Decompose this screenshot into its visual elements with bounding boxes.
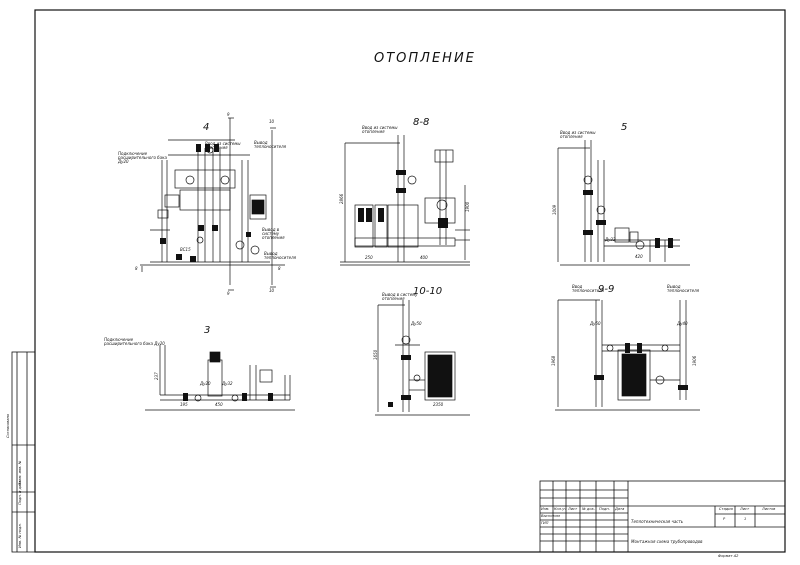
tb-hdr-doc: № док. [582,507,595,511]
sheet-frame [34,9,786,553]
section-mark-bottom-left: 9 [227,291,230,296]
section-9-valves [594,343,688,390]
note-s9-outlet: Вывод теплоносителя [667,284,700,293]
note-s8-heat-inlet: Ввод из системы отопления [362,125,398,134]
section-4-label: 4 [203,122,210,133]
dim-d50-s10: Ду50 [411,321,422,326]
section-8-scheme [340,135,470,266]
drawing-title: ОТОПЛЕНИЕ [374,51,476,66]
section-5-label: 5 [621,122,628,133]
section-10-valves [388,355,411,407]
dim-420: 420 [635,254,643,259]
section-8-label: 8-8 [413,117,430,128]
tb-stage-value: Р [723,517,726,521]
tb-gip: ГИП [541,521,549,525]
dim-400: 400 [420,255,428,260]
note-s10-outlet: Вывод в систему отопления [382,292,418,301]
dim-d32-s3: Ду32 [222,381,233,386]
dim-237: 237 [154,372,159,380]
dim-1900: 1900 [465,201,470,212]
dim-1009: 1009 [552,204,557,215]
tb-sheet-value: 1 [744,517,747,521]
tb-hdr-list: Лист [568,507,578,511]
dim-d20-s3: Ду20 [200,381,211,386]
section-mark-left: 8 [135,266,138,271]
section-mark-bottom-right: 10 [269,288,275,293]
dim-1906: 1906 [692,355,697,366]
section-9-label: 9-9 [598,284,615,295]
stamp-replace-inv: Взам. инв. № [18,460,22,485]
tb-hdr-kol: Кол.уч [554,507,567,511]
note-s4-heat-inlet: Ввод из системы отопления [205,141,241,150]
tb-sheets-label: Листов [762,507,776,511]
dim-d50-s9: Ду50 [590,321,601,326]
section-mark-right: 8 [278,266,281,271]
note-s4-outlet-carrier: Вывод теплоносителя [264,251,297,260]
tb-section-title: Теплотехническая часть [631,519,684,524]
note-s4-heat-outlet: Вывод теплоносителя [254,140,287,149]
tb-hdr-sign: Подп. [599,507,610,511]
section-10-scheme [375,300,470,416]
section-3-valves [183,393,273,401]
section-9-scheme [555,299,700,411]
dim-d32-s5: Ду32 [605,237,616,242]
section-5-valves [583,190,673,248]
note-s9-inlet: Ввод теплоносителя [572,284,605,293]
section-10-label: 10-10 [413,286,443,297]
dim-250: 250 [365,255,373,260]
section-8-valves [358,170,448,228]
tb-performed: Выполнил [541,514,561,518]
dim-2866: 2866 [339,193,344,204]
dim-195: 195 [180,402,188,407]
section-4-scheme [140,117,285,291]
dim-1968: 1968 [551,355,556,366]
tb-format: Формат А2 [718,554,739,558]
tb-stage-label: Стадия [719,507,733,511]
note-s5-heat-inlet: Ввод из системы отопления [560,130,596,139]
note-s4-expansion-tank: Подключение расширительного бака Ду20 [118,151,167,164]
tb-sheet-label: Лист [740,507,750,511]
dim-1650: 1650 [373,349,378,360]
stamp-inv-no: Инв. № подл. [18,523,22,548]
title-block-grid [539,480,786,553]
dim-d40-s9: Ду40 [677,321,688,326]
section-mark-top-right: 10 [269,119,275,124]
section-3-label: 3 [204,325,211,336]
dim-450: 450 [215,402,223,407]
tb-hdr-date: Дата [615,507,625,511]
dim-2350: 2350 [433,402,444,407]
left-stamp-grid [11,351,36,553]
tb-hdr-izm: Изм. [541,507,550,511]
note-s3-expansion-tank: Подключение расширительного бака Ду20 [104,337,165,346]
note-s4-outlet-system: Вывод в систему отопления [262,227,285,240]
dim-pc15: ВС15 [180,247,191,252]
section-5-scheme [557,140,690,266]
section-mark-top-left: 9 [227,112,230,117]
section-4-valves [160,144,251,262]
tb-sheet-title: Монтажная схема трубопроводов [631,539,703,544]
stamp-agreed: Согласовано [6,413,10,438]
